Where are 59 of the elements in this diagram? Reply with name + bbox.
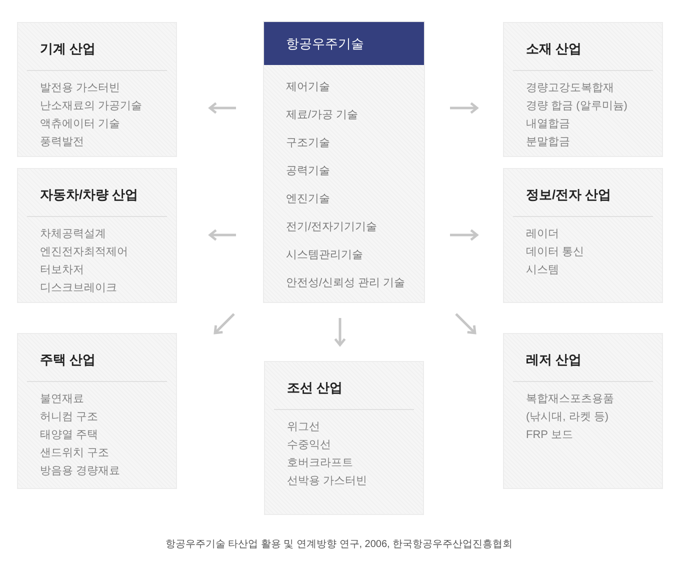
list-item: 안전성/신뢰성 관리 기술 [286,276,402,291]
list-item: 시스템관리기술 [286,248,364,263]
industry-card [17,333,177,489]
arrow [334,318,346,346]
list-item: 액츄에이터 기술 [40,117,122,132]
list-item: 엔진전자최적제어 [40,245,129,260]
list-item: (낚시대, 라켓 등) [526,410,610,425]
list-item: 선박용 가스터빈 [287,474,368,489]
list-item: 복합재스포츠용품 [526,392,615,407]
list-item: 레이더 [526,227,560,242]
caption: 항공우주기술 타산업 활용 및 연계방향 연구, 2006, 한국항공우주산업진흥협회 [165,538,513,552]
list-item: 구조기술 [286,136,331,151]
card-title: 정보/전자 산업 [526,187,612,202]
list-item: 엔진기술 [286,192,331,207]
list-item: 호버크라프트 [287,456,354,471]
card-title: 소재 산업 [526,41,582,56]
industry-card [503,333,663,489]
list-item: 방음용 경량재료 [40,464,122,479]
list-item: 난소재료의 가공기술 [40,99,144,114]
list-item: 분말합금 [526,135,571,150]
list-item: 공력기술 [286,164,331,179]
list-item: 차체공력설계 [40,227,107,242]
card-title: 주택 산업 [40,352,96,367]
card-title: 기계 산업 [40,41,96,56]
list-item: 수중익선 [287,438,332,453]
list-item: 샌드위치 구조 [40,446,110,461]
list-item: 불연재료 [40,392,85,407]
list-item: 풍력발전 [40,135,85,150]
list-item: 내열합금 [526,117,571,132]
card-title: 레저 산업 [526,352,582,367]
arrow [208,229,236,241]
list-item: 디스크브레이크 [40,281,118,296]
industry-card [503,168,663,303]
industry-card [503,22,663,157]
list-item: 제료/가공 기술 [286,108,360,123]
arrow [450,229,478,241]
panel-title: 항공우주기술 [286,34,364,53]
arrow [208,102,236,114]
list-item: 전기/전자기기기술 [286,220,378,235]
card-title: 자동차/차량 산업 [40,187,138,202]
list-item: 터보차저 [40,263,85,278]
technology-panel [263,21,425,303]
card-title: 조선 산업 [287,380,343,395]
list-item: 제어기술 [286,80,331,95]
list-item: 경량고강도복합재 [526,81,615,96]
industry-card [264,361,424,515]
arrow [214,313,235,334]
list-item: 허니컴 구조 [40,410,100,425]
list-item: FRP 보드 [526,428,574,443]
industry-card [17,22,177,157]
industry-card [17,168,177,303]
list-item: 데이터 통신 [526,245,586,260]
list-item: 경량 합금 (알루미늄) [526,99,628,114]
arrow [455,313,476,334]
arrow [450,102,478,114]
list-item: 시스템 [526,263,560,278]
list-item: 태양열 주택 [40,428,100,443]
list-item: 발전용 가스터빈 [40,81,122,96]
list-item: 위그선 [287,420,321,435]
